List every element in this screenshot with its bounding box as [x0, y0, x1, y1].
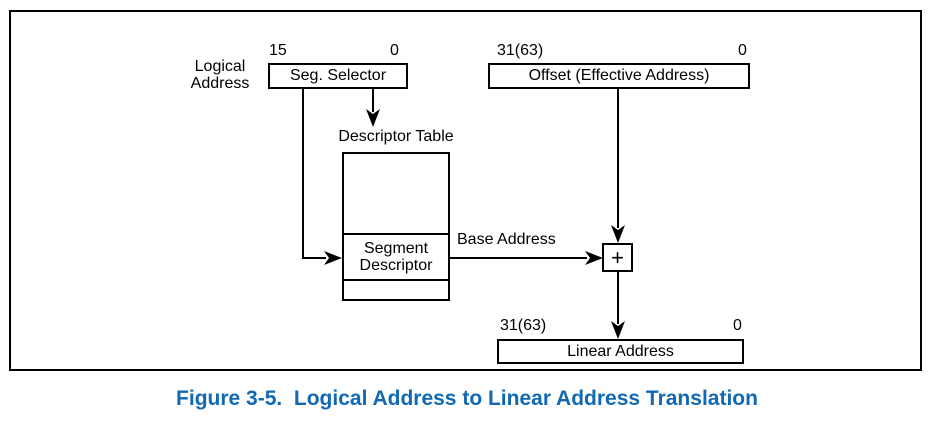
seg-selector-label: Seg. Selector: [289, 67, 387, 84]
figure-caption: Figure 3-5. Logical Address to Linear Ad…: [176, 387, 758, 410]
adder-box: +: [602, 243, 633, 272]
segment-descriptor-line2: Descriptor: [359, 257, 433, 274]
seg-selector-bit-high-label: 15: [269, 42, 287, 59]
descriptor-table-title: Descriptor Table: [338, 128, 454, 145]
linear-bit-high-label: 31(63): [500, 317, 547, 334]
segment-descriptor-entry: Segment Descriptor: [344, 233, 448, 281]
connector-offset-to-adder-line: [617, 88, 619, 228]
diagram-frame: [9, 10, 922, 371]
seg-selector-box: Seg. Selector: [268, 63, 408, 89]
connector-selector-to-descriptor-horizontal: [302, 257, 326, 259]
connector-selector-to-table-line: [372, 88, 374, 112]
offset-box: Offset (Effective Address): [488, 63, 750, 89]
arrowhead-right-into-descriptor-icon: [324, 251, 342, 265]
connector-base-address-line: [449, 257, 587, 259]
connector-selector-to-descriptor-vertical: [302, 88, 304, 258]
offset-label: Offset (Effective Address): [528, 67, 710, 84]
linear-address-label: Linear Address: [567, 342, 674, 360]
descriptor-table-box: Segment Descriptor: [342, 152, 450, 301]
descriptor-table-empty-top: [344, 154, 448, 233]
seg-selector-bit-low-label: 0: [390, 42, 399, 59]
descriptor-table-empty-bottom: [344, 281, 448, 299]
offset-bit-low-label: 0: [738, 42, 747, 59]
arrowhead-down-to-adder-icon: [611, 225, 625, 243]
arrowhead-down-to-linear-icon: [611, 321, 625, 339]
base-address-label: Base Address: [457, 231, 556, 248]
logical-address-label: Logical Address: [178, 58, 262, 92]
connector-adder-to-linear-line: [617, 272, 619, 324]
adder-plus-label: +: [611, 244, 624, 270]
logical-address-line1: Logical: [194, 58, 246, 75]
arrowhead-down-to-table-icon: [366, 109, 380, 127]
segment-descriptor-line1: Segment: [363, 240, 429, 257]
logical-address-line2: Address: [190, 75, 250, 92]
linear-address-box: Linear Address: [497, 339, 744, 364]
linear-bit-low-label: 0: [733, 317, 742, 334]
arrowhead-right-into-adder-icon: [585, 251, 603, 265]
offset-bit-high-label: 31(63): [497, 42, 544, 59]
